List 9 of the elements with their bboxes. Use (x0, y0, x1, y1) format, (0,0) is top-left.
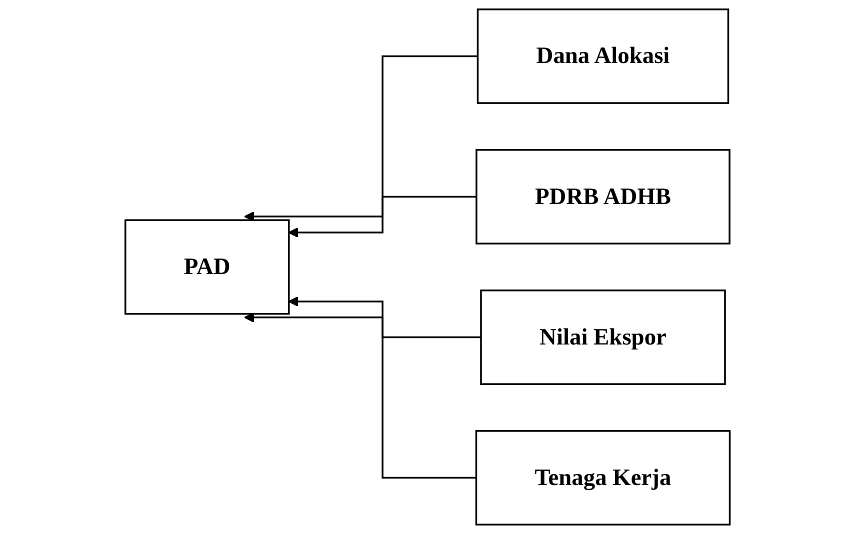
arrow (244, 55, 480, 222)
arrow (244, 312, 478, 479)
node-box: PDRB ADHB (476, 149, 731, 244)
arrow (288, 196, 478, 238)
node-box: Dana Alokasi (477, 8, 730, 104)
node-box: Nilai Ekspor (480, 290, 726, 385)
node-box: PAD (124, 219, 290, 315)
node-box: Tenaga Kerja (476, 430, 732, 526)
arrow (288, 296, 482, 338)
